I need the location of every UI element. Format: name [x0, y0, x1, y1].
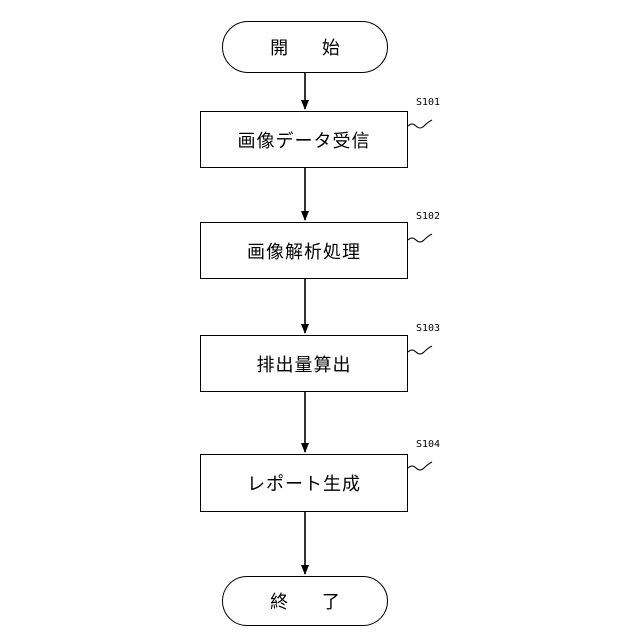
process-box-s103: 排出量算出	[200, 335, 408, 392]
process-label-s103: 排出量算出	[257, 351, 352, 377]
start-label: 開 始	[256, 34, 354, 60]
end-terminal: 終 了	[222, 576, 388, 626]
process-label-s104: レポート生成	[247, 470, 361, 496]
step-id-s104: S104	[416, 440, 440, 450]
end-label: 終 了	[256, 588, 354, 614]
leader-s104	[408, 462, 432, 470]
step-id-s102: S102	[416, 212, 440, 222]
step-id-s101: S101	[416, 98, 440, 108]
process-box-s101: 画像データ受信	[200, 111, 408, 168]
process-label-s101: 画像データ受信	[238, 127, 371, 153]
process-label-s102: 画像解析処理	[247, 238, 361, 264]
leader-s102	[408, 234, 432, 242]
start-terminal: 開 始	[222, 21, 388, 73]
process-box-s102: 画像解析処理	[200, 222, 408, 279]
leader-s101	[408, 120, 432, 128]
step-id-s103: S103	[416, 324, 440, 334]
leader-s103	[408, 346, 432, 354]
process-box-s104: レポート生成	[200, 454, 408, 512]
